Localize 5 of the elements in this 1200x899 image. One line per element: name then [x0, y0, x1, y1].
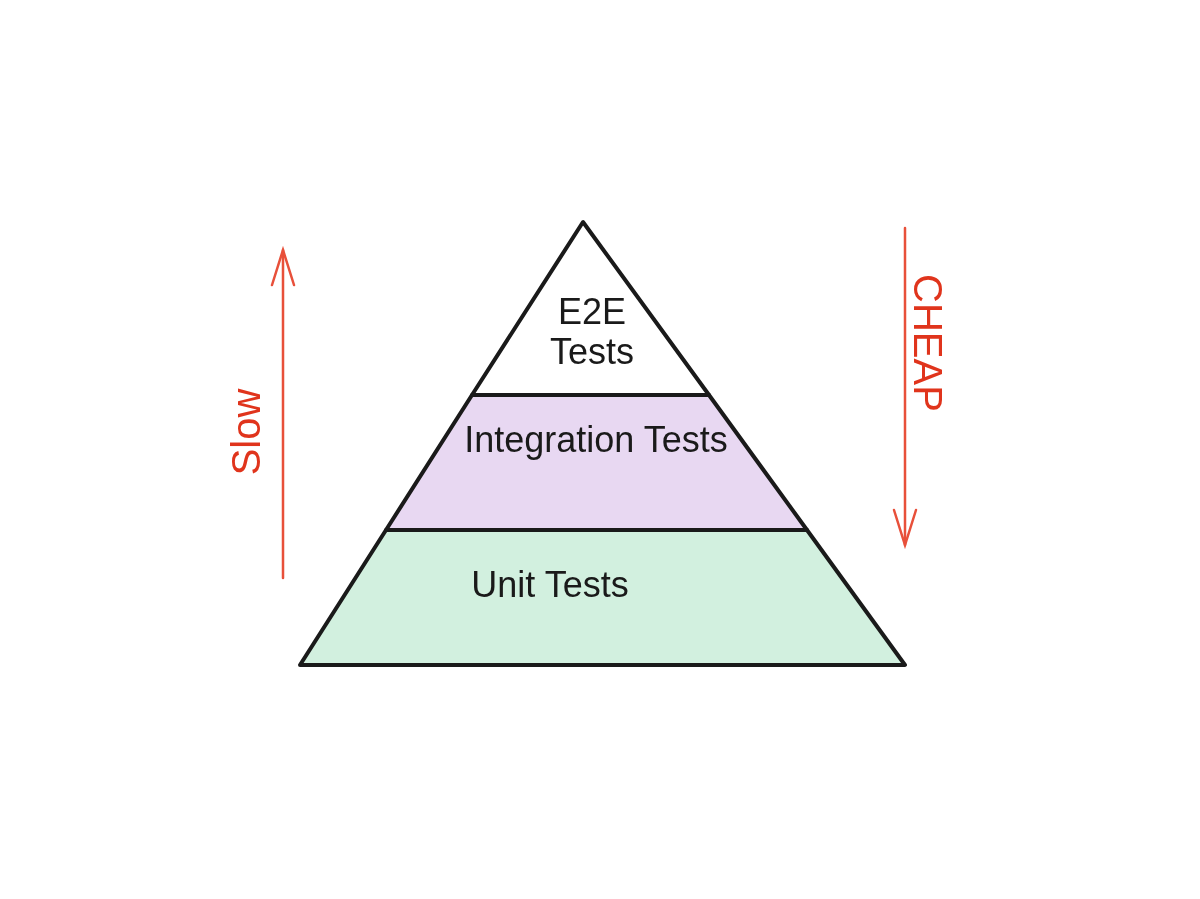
layer-label: Integration Tests — [464, 420, 728, 460]
axis-label: Slow — [223, 388, 269, 476]
axis-label: CHEAP — [905, 274, 951, 412]
layer-label: Unit Tests — [471, 565, 629, 605]
layer-label: E2E Tests — [549, 292, 635, 372]
